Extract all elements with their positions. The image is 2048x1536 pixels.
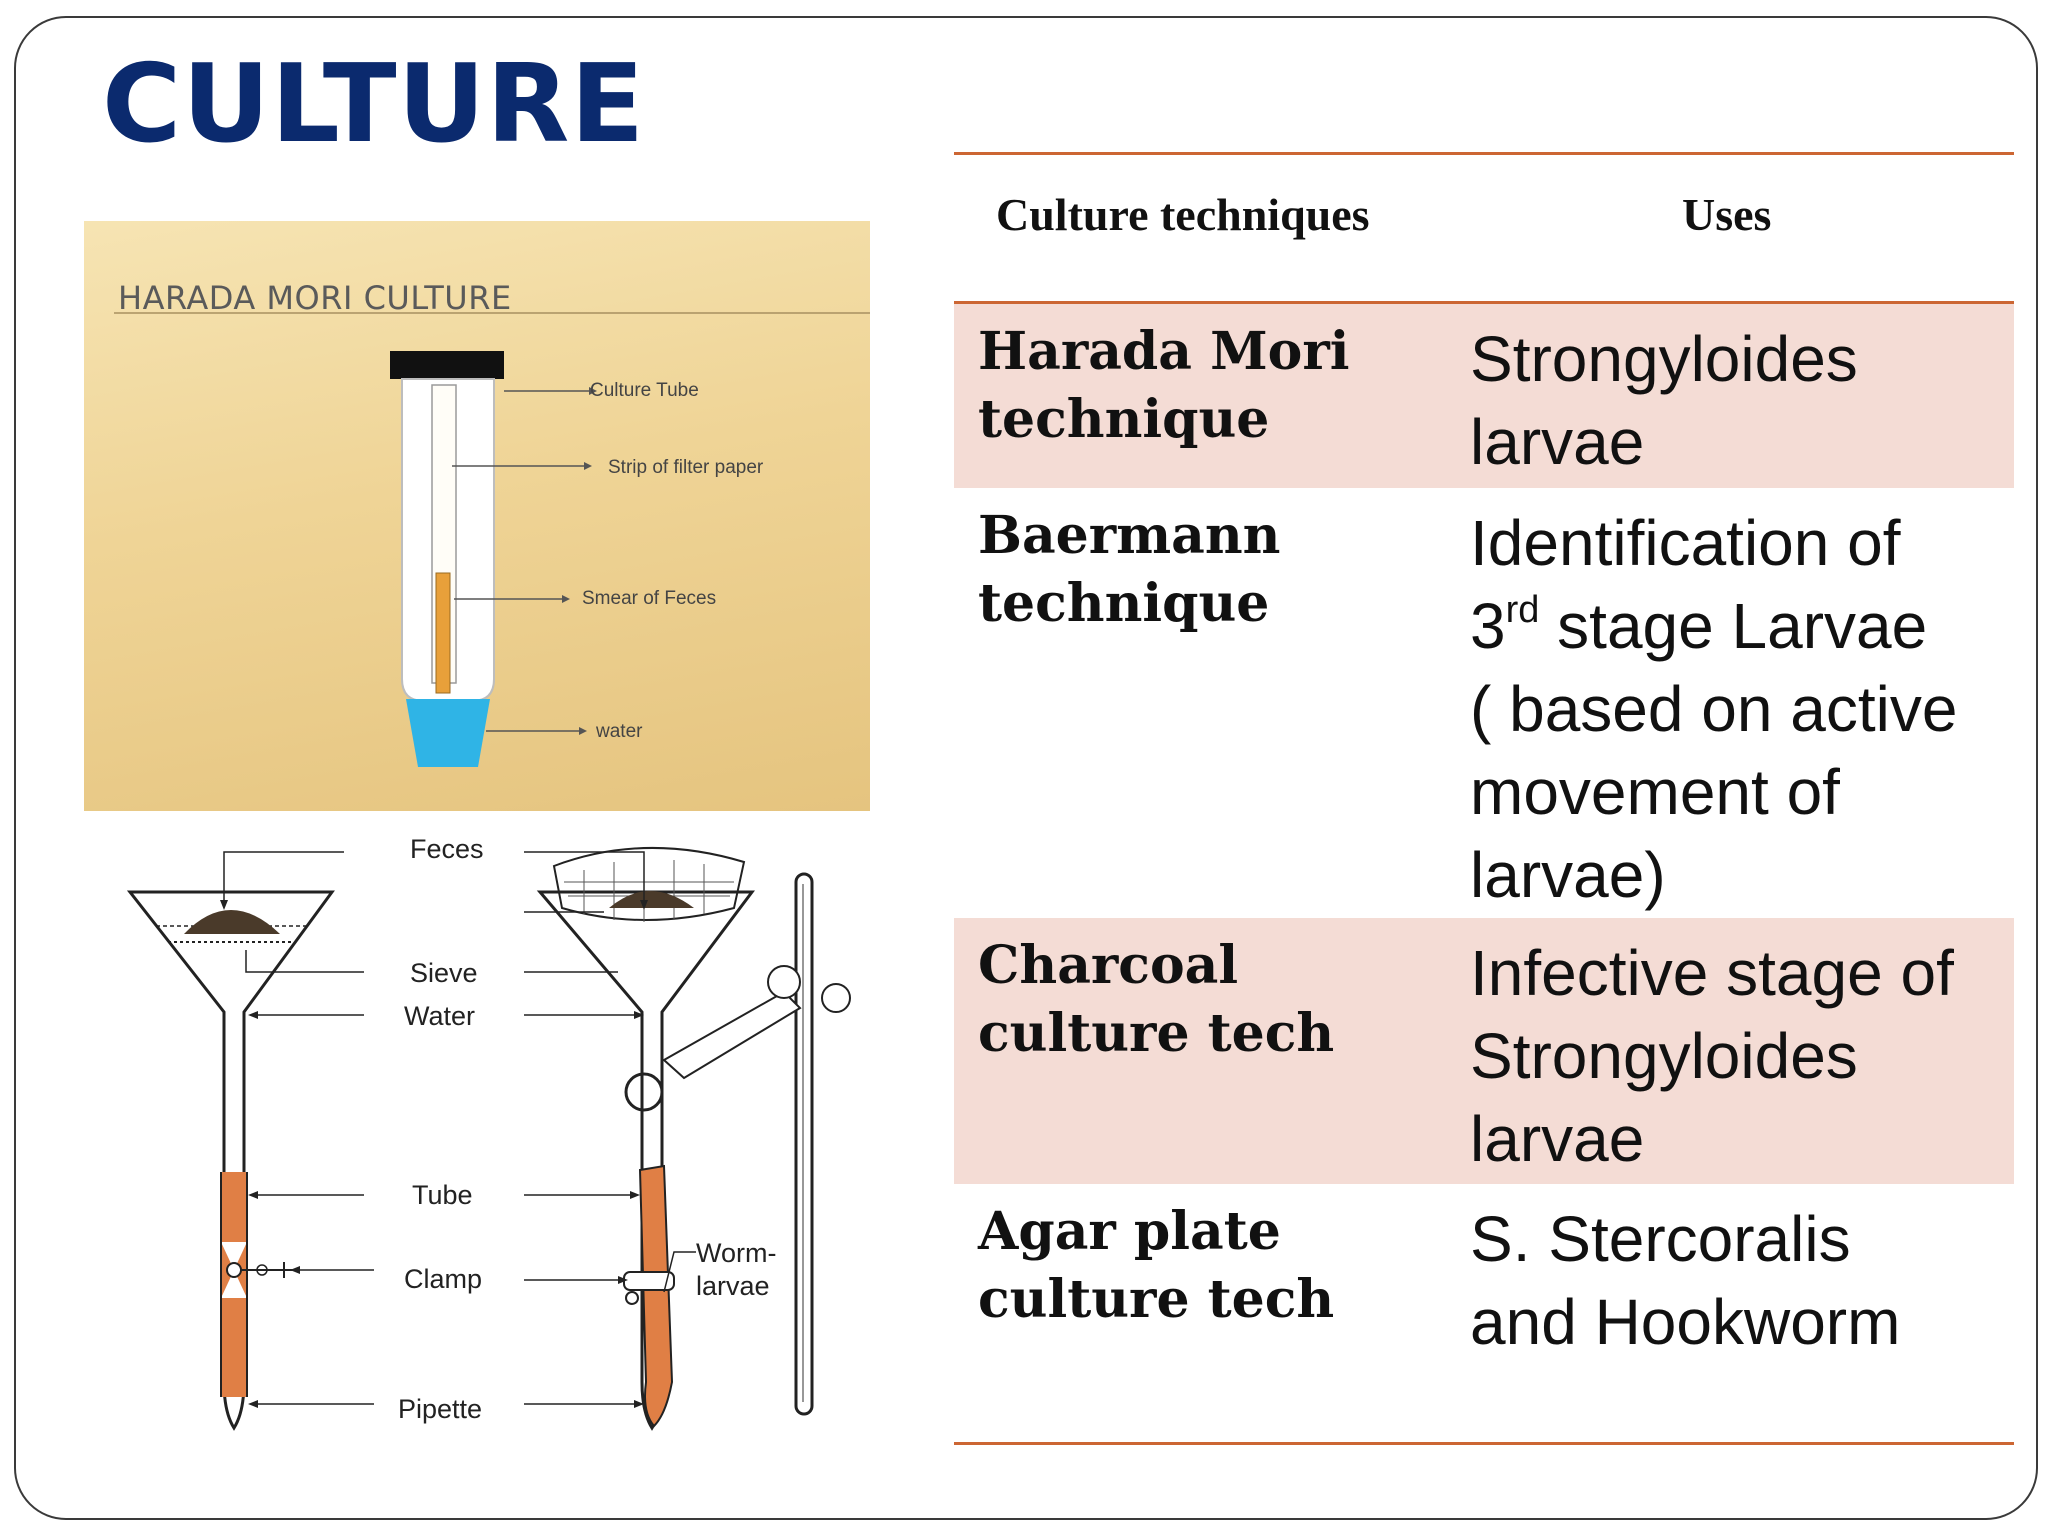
culture-tube-label: Culture Tube <box>590 380 699 401</box>
table-top-rule <box>954 152 2014 155</box>
uses-line: Strongyloides <box>1470 323 1858 395</box>
ordinal-number: 3 <box>1470 590 1506 662</box>
uses-line: and Hookworm <box>1470 1286 1901 1358</box>
uses-line: larvae <box>1470 1103 1645 1175</box>
technique-cell: Baermann technique <box>978 502 1418 638</box>
feces-smear-label: Smear of Feces <box>582 588 717 609</box>
harada-mori-diagram: HARADA MORI CULTURE Culture Tube Strip o… <box>84 221 870 811</box>
technique-line: technique <box>978 389 1270 450</box>
harada-mori-title: HARADA MORI CULTURE <box>118 279 512 317</box>
technique-line: Baermann <box>978 505 1281 566</box>
uses-cell: S. Stercoralis and Hookworm <box>1470 1198 2010 1364</box>
filter-paper-label: Strip of filter paper <box>608 457 764 478</box>
table-row-harada-mori: Harada Mori technique Strongyloides larv… <box>954 304 2014 488</box>
pipette-label: Pipette <box>398 1394 483 1424</box>
worm-larvae-label-line1: Worm- <box>696 1238 777 1268</box>
ordinal-suffix: rd <box>1505 589 1540 631</box>
uses-line: movement of <box>1470 756 1840 828</box>
uses-line: ( based on active <box>1470 673 1958 745</box>
table-row-baermann: Baermann technique Identification of 3rd… <box>954 488 2014 918</box>
slide: CULTURE HARADA MORI CULTURE Culture <box>14 16 2038 1520</box>
water-label: water <box>596 721 643 742</box>
technique-line: Agar plate <box>978 1201 1281 1262</box>
header-culture-techniques: Culture techniques <box>996 189 1370 240</box>
technique-line: technique <box>978 573 1270 634</box>
technique-line: culture tech <box>978 1269 1335 1330</box>
header-uses: Uses <box>1682 189 1772 240</box>
uses-cell: Infective stage of Strongyloides larvae <box>1470 932 2010 1181</box>
baermann-diagram: Feces Sieve Water Tube Clamp Pipette Wor… <box>84 822 870 1462</box>
baermann-illustration <box>126 846 851 1431</box>
technique-cell: Agar plate culture tech <box>978 1198 1418 1334</box>
uses-cell: Identification of 3rd stage Larvae ( bas… <box>1470 502 2010 917</box>
worm-larvae-label-line2: larvae <box>696 1271 770 1301</box>
tube-label: Tube <box>412 1180 473 1210</box>
water-label: Water <box>404 1001 476 1031</box>
uses-cell: Strongyloides larvae <box>1470 318 2010 484</box>
table-row-agar-plate: Agar plate culture tech S. Stercoralis a… <box>954 1184 2014 1420</box>
table-header-row: Culture techniques Uses <box>954 172 2014 302</box>
clamp-label: Clamp <box>404 1264 483 1294</box>
slide-title: CULTURE <box>102 42 646 167</box>
table-bottom-rule <box>954 1442 2014 1445</box>
technique-cell: Harada Mori technique <box>978 318 1418 454</box>
technique-cell: Charcoal culture tech <box>978 932 1418 1068</box>
technique-line: Harada Mori <box>978 321 1350 382</box>
uses-line: Infective stage of <box>1470 937 1954 1009</box>
harada-mori-illustration <box>114 312 870 767</box>
uses-line: larvae <box>1470 406 1645 478</box>
uses-line-rest: stage Larvae <box>1539 590 1928 662</box>
table-row-charcoal: Charcoal culture tech Infective stage of… <box>954 918 2014 1184</box>
uses-line: Strongyloides <box>1470 1020 1858 1092</box>
uses-line: S. Stercoralis <box>1470 1203 1851 1275</box>
uses-line: Identification of <box>1470 507 1901 579</box>
sieve-label: Sieve <box>410 958 478 988</box>
uses-line: larvae) <box>1470 839 1666 911</box>
uses-line-ordinal: 3rd stage Larvae <box>1470 585 2010 668</box>
table-header-rule <box>954 301 2014 304</box>
technique-line: Charcoal <box>978 935 1239 996</box>
technique-line: culture tech <box>978 1003 1335 1064</box>
feces-label: Feces <box>410 834 484 864</box>
